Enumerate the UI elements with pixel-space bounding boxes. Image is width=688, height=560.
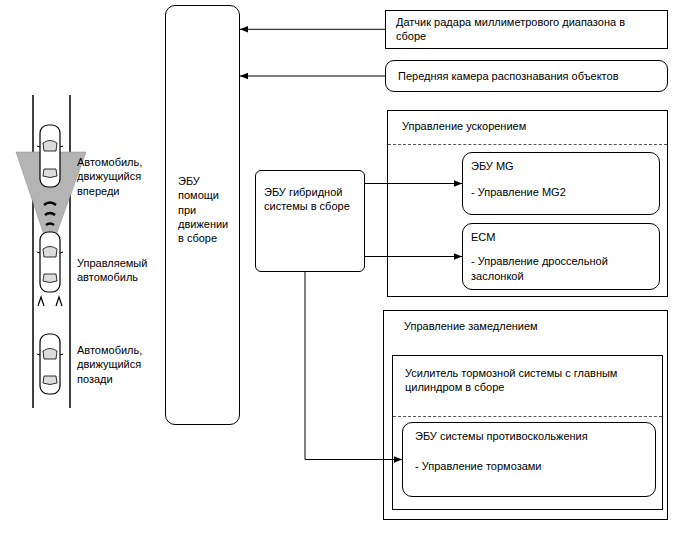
signal-arrow: [240, 76, 385, 77]
car-controlled: [37, 232, 63, 292]
signal-arrow: [240, 29, 385, 30]
box-title: Управление ускорением: [402, 119, 653, 133]
box-body: - Управление MG2: [471, 185, 651, 199]
camera-box: Передняя камера распознавания объектов: [385, 60, 668, 92]
dashed-separator: [388, 144, 667, 145]
box-body: - Управление тормозами: [415, 459, 643, 473]
signal-arrow: [365, 256, 462, 257]
box-title: ЭБУ помощи при движении в сборе: [178, 174, 233, 245]
vehicle-label: Управляемый автомобиль: [77, 256, 161, 285]
ecu-box: ЭБУ помощи при движении в сборе: [165, 5, 240, 425]
motion-marks: [38, 297, 62, 306]
box-title: Управление замедлением: [404, 319, 647, 333]
ecu-box: ЭБУ гибридной системы в сборе: [255, 170, 365, 272]
road-line: [32, 95, 34, 408]
dashed-separator: [393, 416, 662, 417]
vehicle-label: Автомобиль, движущийся позади: [77, 343, 161, 386]
box-title: ЭБУ системы противоскольжения: [415, 429, 643, 443]
box-title: ECM: [471, 230, 651, 244]
box-title: ЭБУ гибридной системы в сборе: [264, 185, 356, 214]
car-rear: [37, 334, 63, 394]
group-box: Управление ускорениемЭБУ MG - Управление …: [387, 110, 668, 297]
road-line: [69, 95, 71, 408]
wave-symbol: [44, 203, 56, 226]
signal-arrow: [365, 183, 462, 184]
sensor-box: Датчик радара миллиметрового диапазона в…: [385, 10, 668, 49]
ecu-box: ЭБУ системы противоскольжения - Управлени…: [402, 422, 656, 497]
box-title: Датчик радара миллиметрового диапазона в…: [396, 15, 657, 44]
ecu-box: ЭБУ MG - Управление MG2: [462, 152, 660, 215]
ecu-box: ECM - Управление дроссельной заслонкой: [462, 223, 660, 290]
vehicle-label: Автомобиль, движущийся впереди: [77, 155, 161, 198]
box-title: ЭБУ MG: [471, 159, 651, 173]
box-title: Усилитель тормозной системы с главным ци…: [405, 366, 650, 395]
box-body: - Управление дроссельной заслонкой: [471, 254, 651, 283]
assembly-box: Усилитель тормозной системы с главным ци…: [392, 355, 663, 510]
box-title: Передняя камера распознавания объектов: [398, 69, 655, 83]
group-box: Управление замедлениемУсилитель тормозно…: [383, 310, 668, 520]
car-front: [37, 125, 63, 187]
signal-arrow: [305, 272, 402, 460]
